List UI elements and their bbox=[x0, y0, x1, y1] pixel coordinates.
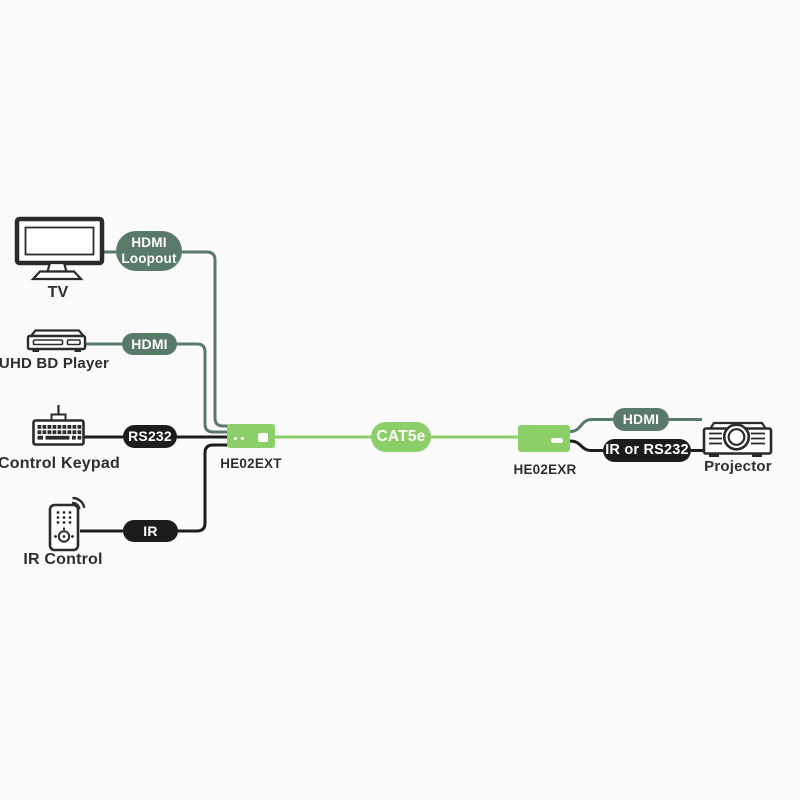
receiver-label: HE02EXR bbox=[513, 462, 577, 477]
hdmi-out-pill: HDMI bbox=[613, 408, 669, 431]
tv-icon bbox=[14, 216, 105, 281]
keyboard-icon bbox=[32, 405, 85, 446]
ir-wave-large bbox=[72, 496, 86, 509]
transmitter-unit bbox=[227, 424, 275, 448]
receiver-unit bbox=[518, 425, 570, 452]
bd-player-label: UHD BD Player bbox=[0, 355, 110, 372]
projector-label: Projector bbox=[704, 458, 772, 475]
rs232-pill: RS232 bbox=[123, 425, 177, 448]
receiver-port bbox=[551, 438, 563, 443]
ir-to-transmitter-line bbox=[178, 443, 228, 533]
bd-player-icon bbox=[26, 329, 87, 352]
ir-or-rs232-pill: IR or RS232 bbox=[603, 439, 691, 462]
ir-control-label: IR Control bbox=[23, 551, 103, 568]
hdmi-loopout-pill: HDMI Loopout bbox=[116, 231, 182, 271]
ir-remote-icon bbox=[48, 496, 86, 552]
hdmi-to-transmitter-line bbox=[177, 342, 228, 434]
cat5e-pill: CAT5e bbox=[371, 422, 431, 452]
ir-pill: IR bbox=[123, 520, 178, 542]
hdmi-source-pill: HDMI bbox=[122, 333, 177, 355]
control-keypad-label: Control Keypad bbox=[0, 455, 120, 472]
hdmi-loopout-pill-line2: Loopout bbox=[121, 251, 177, 266]
loopout-to-transmitter-line bbox=[182, 250, 228, 428]
receiver-to-ir-rs232-line bbox=[569, 439, 603, 452]
receiver-to-hdmi-out-line bbox=[569, 418, 613, 433]
transmitter-led-2 bbox=[241, 436, 244, 440]
transmitter-port bbox=[258, 433, 268, 442]
hdmi-loopout-pill-line1: HDMI bbox=[131, 235, 167, 251]
ir-wave-small bbox=[71, 501, 81, 510]
tv-label: TV bbox=[47, 284, 69, 301]
projector-icon bbox=[702, 421, 773, 457]
transmitter-led-1 bbox=[234, 436, 237, 440]
transmitter-label: HE02EXT bbox=[220, 456, 282, 471]
